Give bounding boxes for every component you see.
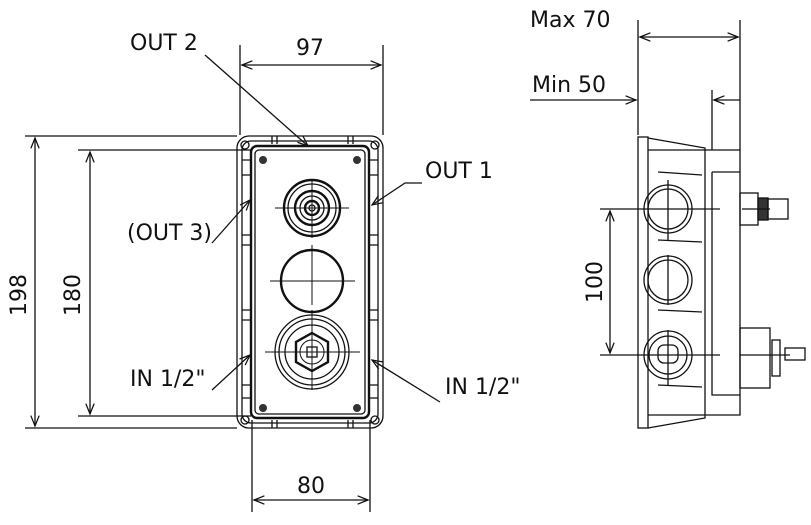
dim-width-inner: 80	[297, 474, 325, 499]
label-out1: OUT 1	[425, 159, 493, 184]
front-view	[236, 135, 384, 429]
dim-spacing: 100	[583, 261, 608, 303]
screw-icons	[240, 140, 380, 425]
dim-depth-max: Max 70	[530, 8, 610, 33]
label-inlet-right: IN 1/2"	[445, 375, 520, 400]
dim-width-outer: 97	[296, 36, 324, 61]
side-view	[600, 136, 806, 429]
label-out2: OUT 2	[130, 31, 198, 56]
dim-height-outer: 198	[7, 274, 32, 316]
dim-depth-min: Min 50	[532, 73, 606, 98]
dim-height-inner: 180	[61, 274, 86, 316]
label-inlet-left: IN 1/2"	[130, 367, 205, 392]
label-out3: (OUT 3)	[127, 221, 212, 246]
